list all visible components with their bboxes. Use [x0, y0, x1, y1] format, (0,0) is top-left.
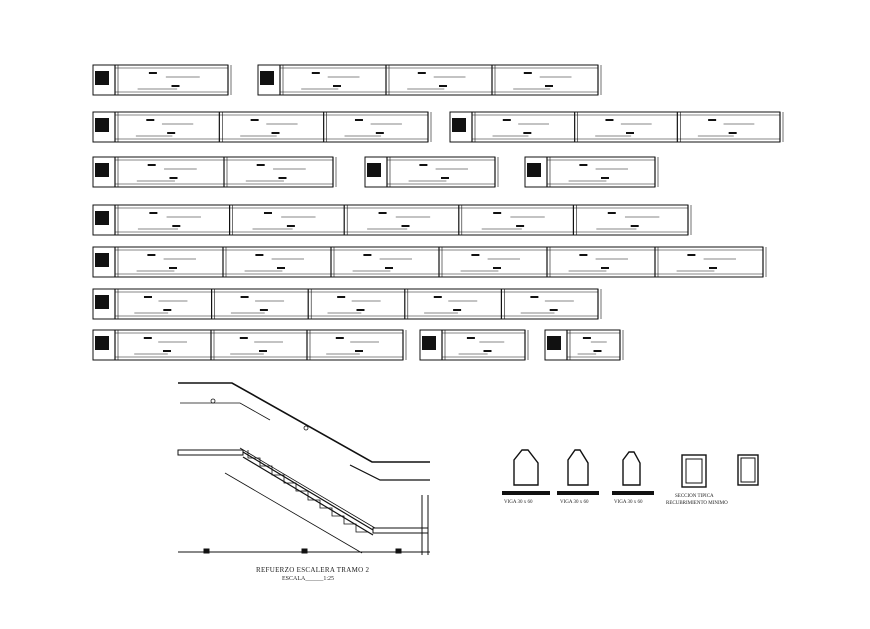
scale-value: 1:25 [323, 576, 335, 582]
section-label-3: VIGA 30 x 60 [614, 500, 643, 505]
section-typical-label: SECCION TIPICA [675, 494, 714, 499]
drawing-title: REFUERZO ESCALERA TRAMO 2 [256, 566, 370, 574]
stair-section [177, 382, 430, 555]
section-label-1: VIGA 30 x 60 [504, 500, 533, 505]
section-label-2: VIGA 30 x 60 [560, 500, 589, 505]
scale-text: ESCALA [282, 576, 306, 582]
scale-label: ESCALA______1:25 [282, 576, 335, 582]
beam-sections [502, 449, 759, 495]
beam-elevations [92, 64, 784, 361]
cover-min-label: RECUBRIMIENTO MINIMO [666, 501, 728, 506]
